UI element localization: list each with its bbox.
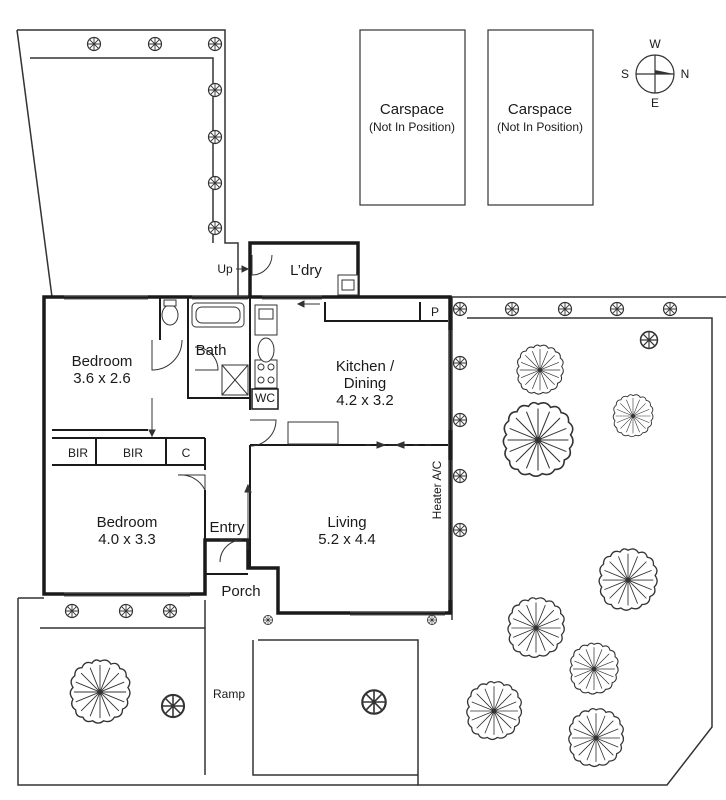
living-size: 5.2 x 4.4 — [318, 531, 376, 548]
windows — [64, 295, 453, 616]
shrub-icon — [207, 129, 223, 145]
arrows — [148, 265, 435, 550]
compass-south: S — [621, 67, 629, 81]
up-label: Up — [217, 262, 233, 276]
carspace-2: Carspace (Not In Position) — [487, 29, 594, 206]
shrub-icon — [361, 689, 387, 715]
kitchen-size: 4.2 x 3.2 — [336, 392, 394, 409]
shrub-icon — [662, 301, 678, 317]
shrub-icon — [639, 330, 659, 350]
tree-icon — [598, 548, 658, 611]
tree-icon — [516, 344, 564, 395]
shrub-icon — [207, 82, 223, 98]
shrub-icon — [609, 301, 625, 317]
wc-box — [251, 388, 279, 410]
wc-label: WC — [255, 391, 275, 405]
carspace-1: Carspace (Not In Position) — [359, 29, 466, 206]
carspace-2-label: Carspace — [508, 101, 572, 118]
toilet — [161, 304, 179, 326]
exterior-walls — [42, 241, 452, 615]
shrub-icon — [162, 603, 178, 619]
tree-icon — [502, 401, 574, 478]
compass: W S N E — [621, 37, 689, 110]
interior-walls — [52, 297, 448, 575]
door-swings — [151, 254, 277, 563]
kitchen-bench — [287, 421, 339, 445]
laundry-label: L’dry — [290, 262, 322, 279]
shrub-icon — [64, 603, 80, 619]
shrub-icon — [160, 693, 186, 719]
tree-icon — [569, 642, 619, 695]
cupboard-label: C — [182, 446, 191, 460]
shrub-icon — [263, 615, 273, 625]
shrub-icon — [86, 36, 102, 52]
tree-icon — [69, 659, 131, 724]
annotations: Heater A/C Ramp Up — [213, 262, 444, 701]
compass-east: E — [651, 96, 659, 110]
kitchen-name: Kitchen / — [336, 358, 395, 375]
shrub-icon — [207, 36, 223, 52]
bedroom-2-name: Bedroom — [97, 514, 158, 531]
bir-2-label: BIR — [123, 446, 143, 460]
shrub-icon — [452, 301, 468, 317]
shrub-icon — [557, 301, 573, 317]
tree-icon — [507, 597, 565, 658]
shrub-icon — [147, 36, 163, 52]
bedroom-1-name: Bedroom — [72, 353, 133, 370]
compass-west: W — [649, 37, 661, 51]
porch-label: Porch — [221, 583, 260, 600]
tree-icon — [612, 394, 654, 438]
entry-label: Entry — [209, 519, 245, 536]
carspace-1-label: Carspace — [380, 101, 444, 118]
cooktop — [254, 359, 278, 389]
shrub-icon — [427, 615, 437, 625]
bedroom-1-size: 3.6 x 2.6 — [73, 370, 131, 387]
shrub-icon — [452, 522, 468, 538]
shrub-icon — [452, 468, 468, 484]
room-labels: Bedroom 3.6 x 2.6 Bedroom 4.0 x 3.3 Kitc… — [68, 262, 439, 600]
shrub-icon — [118, 603, 134, 619]
heater-label: Heater A/C — [430, 460, 444, 519]
shrub-icon — [452, 412, 468, 428]
bir-1-label: BIR — [68, 446, 88, 460]
shrub-icon — [452, 355, 468, 371]
compass-north: N — [681, 67, 690, 81]
compass-arrow-icon — [655, 70, 674, 74]
tree-icon — [568, 708, 625, 768]
shrub-icon — [504, 301, 520, 317]
pantry-label: P — [431, 305, 439, 319]
dishwasher-bowl — [257, 337, 275, 363]
shrub-icon — [207, 175, 223, 191]
kitchen-name-2: Dining — [344, 375, 387, 392]
ramp-label: Ramp — [213, 687, 245, 701]
shrub-icon — [207, 220, 223, 236]
carspace-2-note: (Not In Position) — [497, 120, 583, 134]
carspace-1-note: (Not In Position) — [369, 120, 455, 134]
tree-icon — [466, 681, 523, 741]
bath-label: Bath — [196, 342, 227, 359]
bedroom-2-size: 4.0 x 3.3 — [98, 531, 156, 548]
living-name: Living — [327, 514, 366, 531]
fixtures — [161, 274, 359, 445]
